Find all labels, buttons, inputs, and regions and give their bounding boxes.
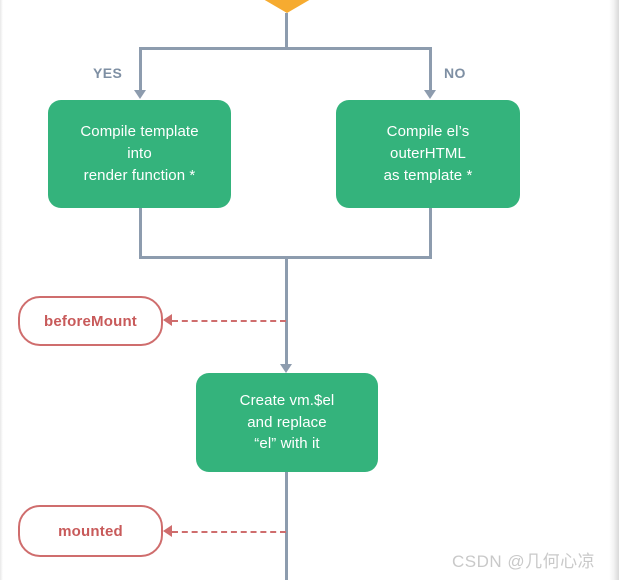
- process-line: outerHTML: [390, 145, 466, 163]
- decision-diamond-icon: [263, 0, 311, 13]
- connector-dashed-mounted: [172, 531, 286, 533]
- page-edge-left: [0, 0, 3, 580]
- hook-label: mounted: [58, 522, 123, 540]
- arrowhead-beforemount-icon: [163, 314, 172, 326]
- lifecycle-hook-beforemount[interactable]: beforeMount: [18, 296, 163, 346]
- connector-left-box-down: [139, 208, 142, 259]
- hook-label: beforeMount: [43, 312, 138, 330]
- arrowhead-yes-icon: [134, 90, 146, 99]
- branch-label-no: NO: [444, 65, 466, 81]
- branch-label-yes: YES: [93, 65, 123, 81]
- connector-yes-branch: [139, 47, 142, 91]
- arrowhead-create-icon: [280, 364, 292, 373]
- process-box-compile-outerhtml[interactable]: Compile el’s outerHTML as template *: [336, 100, 520, 208]
- arrowhead-no-icon: [424, 90, 436, 99]
- connector-create-to-mounted: [285, 472, 288, 580]
- connector-dashed-beforemount: [172, 320, 286, 322]
- process-box-compile-template[interactable]: Compile template into render function *: [48, 100, 231, 208]
- process-line: render function *: [83, 166, 196, 184]
- process-line: “el” with it: [254, 435, 320, 453]
- csdn-watermark: CSDN @几何心凉: [452, 552, 596, 571]
- lifecycle-hook-mounted[interactable]: mounted: [18, 505, 163, 557]
- process-line: and replace: [247, 413, 327, 431]
- connector-branch-bar: [139, 47, 432, 50]
- process-line: Compile el’s: [386, 123, 470, 141]
- connector-decision-to-branch: [285, 13, 288, 49]
- process-line: as template *: [383, 166, 473, 184]
- process-line: Compile template: [80, 123, 199, 141]
- connector-right-box-down: [429, 208, 432, 259]
- process-box-create-vm-el[interactable]: Create vm.$el and replace “el” with it: [196, 373, 378, 472]
- process-line: Create vm.$el: [239, 391, 335, 409]
- process-line: into: [127, 145, 152, 163]
- arrowhead-mounted-icon: [163, 525, 172, 537]
- page-edge-right: [609, 0, 619, 580]
- connector-no-branch: [429, 47, 432, 91]
- connector-merge-to-create: [285, 256, 288, 366]
